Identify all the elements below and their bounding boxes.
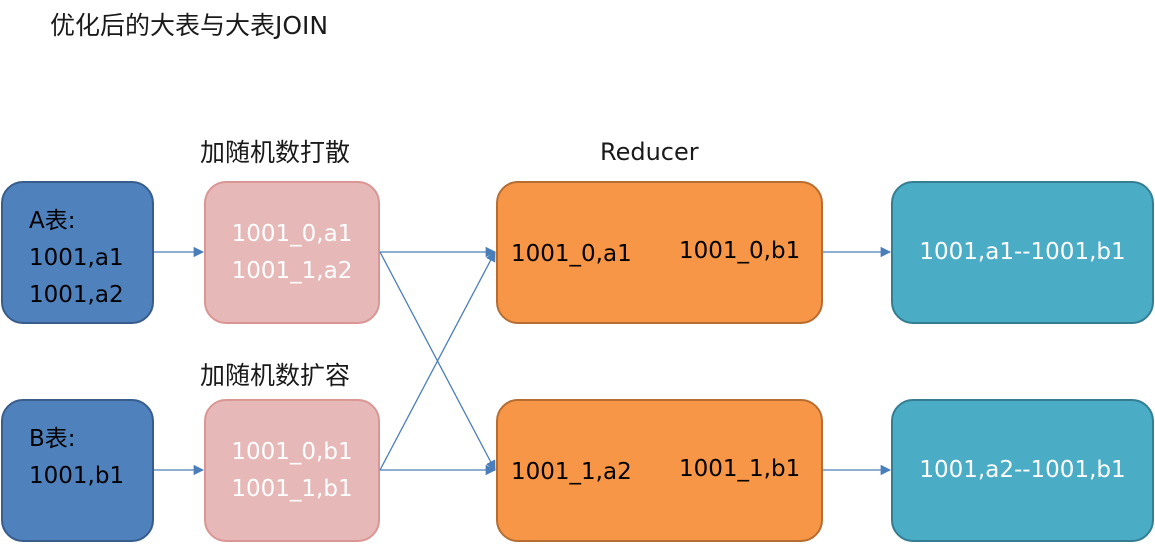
reducer-2-left: 1001_1,a2 xyxy=(511,459,632,485)
scatter-label: 加随机数打散 xyxy=(200,138,351,167)
table-b-box: B表: 1001,b1 xyxy=(1,399,154,542)
expand-label: 加随机数扩容 xyxy=(200,361,351,390)
table-b-row: 1001,b1 xyxy=(29,463,125,489)
table-b-name: B表: xyxy=(29,426,76,452)
output-1-text: 1001,a1--1001,b1 xyxy=(919,239,1126,265)
salted-a-row: 1001_1,a2 xyxy=(231,257,353,284)
salted-a-row: 1001_0,a1 xyxy=(231,220,353,247)
reducer-2-right: 1001_1,b1 xyxy=(679,456,801,482)
salted-a-box: 1001_0,a1 1001_1,a2 xyxy=(204,181,380,324)
table-a-name: A表: xyxy=(29,208,76,234)
output-box-1: 1001,a1--1001,b1 xyxy=(891,181,1154,324)
reducer-label: Reducer xyxy=(600,138,699,166)
reducer-box-2: 1001_1,a2 1001_1,b1 xyxy=(496,399,823,542)
page-title: 优化后的大表与大表JOIN xyxy=(50,11,329,40)
salted-b-row: 1001_1,b1 xyxy=(231,475,353,502)
output-box-2: 1001,a2--1001,b1 xyxy=(891,399,1154,542)
salted-b-box: 1001_0,b1 1001_1,b1 xyxy=(204,399,380,542)
arrow-salted-b-to-reducer-1 xyxy=(379,251,496,471)
table-a-row: 1001,a1 xyxy=(29,245,124,271)
table-a-box: A表: 1001,a1 1001,a2 xyxy=(1,181,154,324)
reducer-box-1: 1001_0,a1 1001_0,b1 xyxy=(496,181,823,324)
reducer-1-left: 1001_0,a1 xyxy=(511,241,632,267)
reducer-1-right: 1001_0,b1 xyxy=(679,238,801,264)
table-a-row: 1001,a2 xyxy=(29,282,124,308)
output-2-text: 1001,a2--1001,b1 xyxy=(919,457,1126,483)
salted-b-row: 1001_0,b1 xyxy=(231,438,353,465)
